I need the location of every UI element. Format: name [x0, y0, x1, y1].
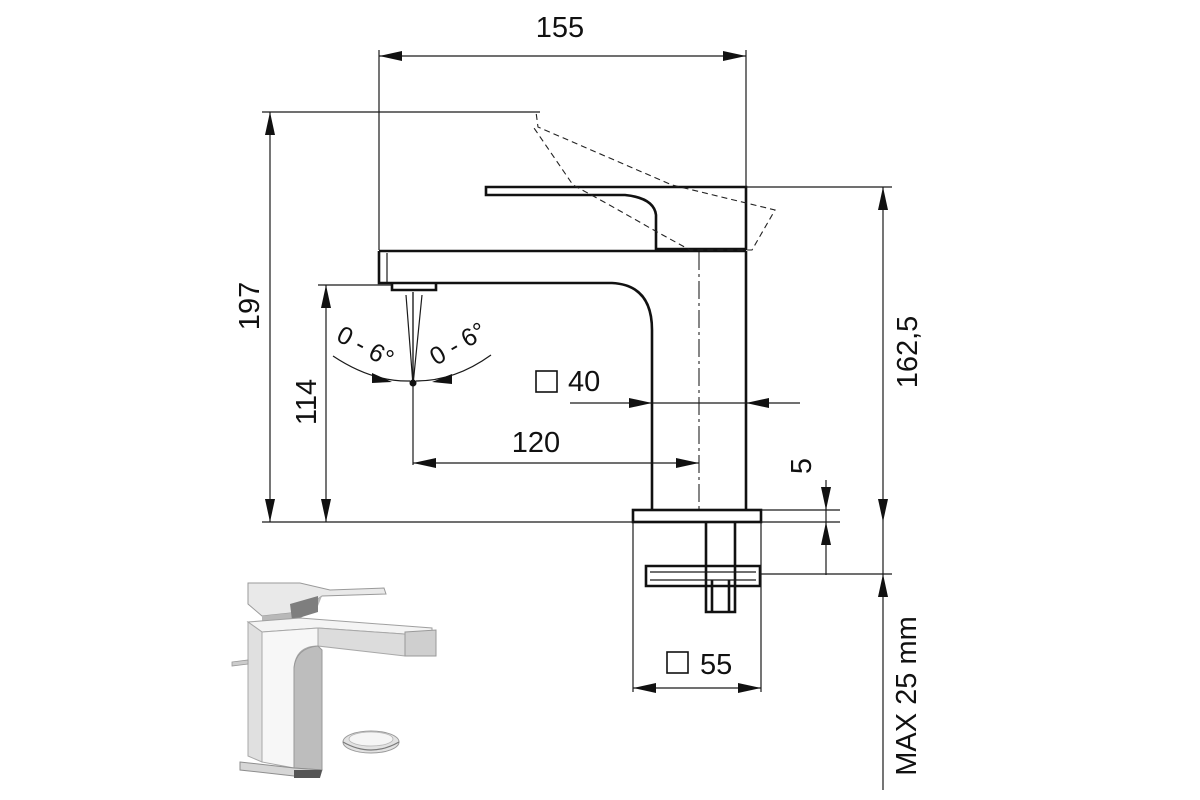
dim-base-square: 55	[700, 649, 732, 681]
dim-base-thickness: 5	[786, 458, 818, 474]
angle-label-right: 0 - 6°	[425, 317, 491, 371]
product-thumbnail	[231, 582, 437, 778]
square-symbol-icon	[666, 651, 689, 674]
dimension-lines	[262, 50, 892, 790]
square-symbol-icon	[535, 370, 558, 393]
dim-height-body: 162,5	[892, 316, 924, 389]
dim-spout-reach: 120	[512, 427, 560, 459]
faucet-outline	[377, 111, 776, 614]
angle-label-left: 0 - 6°	[332, 321, 398, 374]
dim-width-total: 155	[536, 12, 584, 44]
dim-max-deck: MAX 25 mm	[891, 616, 923, 776]
dim-height-lever: 197	[234, 282, 266, 330]
dim-spout-height: 114	[291, 379, 323, 425]
dim-body-square: 40	[568, 366, 600, 398]
